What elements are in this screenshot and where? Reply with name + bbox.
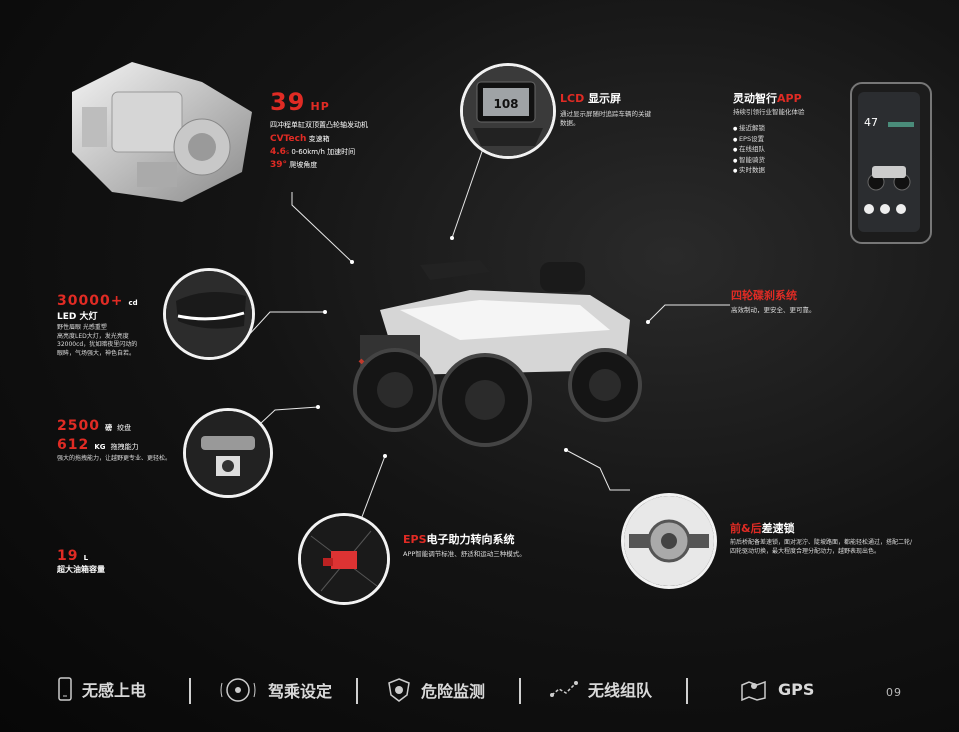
phone-btn xyxy=(880,204,890,214)
climb-label: 爬坡角度 xyxy=(289,161,318,170)
app-bullet: 接近解锁 xyxy=(733,123,805,133)
route-icon xyxy=(550,681,578,697)
accel-label: 0-60km/h 加速时间 xyxy=(291,148,356,157)
lcd-title-white: 显示屏 xyxy=(588,92,622,105)
eps-text: EPS电子助力转向系统 APP智能调节标准、舒适和运动三种模式。 xyxy=(403,531,526,559)
winch-circle xyxy=(183,408,273,498)
app-bullet: 实时数据 xyxy=(733,165,805,175)
feature-label: 无线组队 xyxy=(588,681,653,700)
tank-value: 19 xyxy=(57,548,79,564)
eps-title-white: 电子助力转向系统 xyxy=(426,533,515,546)
lcd-screen-value: 108 xyxy=(493,97,518,111)
tank-label: 超大油箱容量 xyxy=(57,565,105,574)
tank-unit: L xyxy=(83,554,89,562)
power-unit: HP xyxy=(310,100,330,113)
app-title-white: 灵动智行 xyxy=(733,92,777,105)
winch-label2: 拖拽能力 xyxy=(110,443,139,451)
eps-desc: APP智能调节标准、舒适和运动三种模式。 xyxy=(403,550,526,558)
engine-image xyxy=(52,52,262,207)
app-title-red: APP xyxy=(777,92,802,105)
page-number: 09 xyxy=(886,686,902,699)
feature-keyless: 无感上电 xyxy=(58,677,146,701)
winch-value2: 612 xyxy=(57,437,90,453)
diff-text: 前&后差速锁 前后桥配备差速锁，面对泥泞、陡坡路面，都能轻松通过，搭配二轮/ 四… xyxy=(730,520,912,556)
lcd-desc-line1: 通过显示屏随时追踪车辆的关键 xyxy=(560,110,651,118)
winch-label1: 绞盘 xyxy=(117,424,132,432)
phone-atv-thumb xyxy=(867,166,911,191)
feature-group-ride: 无线组队 xyxy=(550,677,652,701)
lcd-text: LCD 显示屏 通过显示屏随时追踪车辆的关键 数据。 xyxy=(560,90,651,129)
lcd-desc-line2: 数据。 xyxy=(560,119,580,128)
diff-title-red: 前&后 xyxy=(730,522,762,535)
phone-buttons xyxy=(864,204,906,214)
app-subtitle: 持续引领行业智能化体验 xyxy=(733,108,805,116)
tank-text: 19 L 超大油箱容量 xyxy=(57,545,105,575)
led-desc-line: 野性眉眼 光感重塑 xyxy=(57,324,107,331)
app-bullet: 智能骑货 xyxy=(733,155,805,165)
winch-text: 2500 磅 绞盘 612 KG 拖拽能力 强大的拖拽能力，让越野更专业、更轻松… xyxy=(57,415,171,464)
led-text: 30000+ cd LED 大灯 野性眉眼 光感重塑 高亮度LED大灯，发光亮度… xyxy=(57,290,138,359)
diff-circle xyxy=(621,493,717,589)
feature-gps: GPS xyxy=(740,677,814,701)
winch-unit2: KG xyxy=(94,443,106,451)
climb-value: 39° xyxy=(270,160,288,171)
divider xyxy=(519,678,521,704)
feature-label: 无感上电 xyxy=(82,681,147,700)
feature-label: 驾乘设定 xyxy=(268,682,333,701)
cvtech-suffix: 变速箱 xyxy=(308,135,330,144)
steering-wheel-icon xyxy=(220,678,256,702)
phone-battery-bar xyxy=(888,122,914,127)
power-value: 39 xyxy=(270,88,306,116)
lcd-title-red: LCD xyxy=(560,92,585,105)
led-desc-line: 高亮度LED大灯，发光亮度 xyxy=(57,332,129,340)
led-title: LED 大灯 xyxy=(57,312,98,322)
divider xyxy=(189,678,191,704)
engine-specs: 39 HP 四冲程单缸双顶置凸轮轴发动机 CVTech 变速箱 4.6s 0-6… xyxy=(270,88,368,170)
phone-btn xyxy=(896,204,906,214)
lcd-circle: 108 xyxy=(460,63,556,159)
shield-icon xyxy=(388,678,410,702)
app-bullet: EPS设置 xyxy=(733,134,805,144)
app-bullet: 在线组队 xyxy=(733,144,805,154)
accel-unit: s xyxy=(285,149,290,157)
brake-title: 四轮碟刹系统 xyxy=(731,289,797,302)
diff-desc-line: 前后桥配备差速锁，面对泥泞、陡坡路面，都能轻松通过，搭配二轮/ xyxy=(730,539,913,546)
cvtech-label: CVTech xyxy=(270,134,307,145)
phone-mockup: 47 xyxy=(850,82,932,244)
led-desc-line: 眼眸，气场强大，神色自若。 xyxy=(57,350,136,358)
led-circle xyxy=(163,268,255,360)
winch-unit1: 磅 xyxy=(105,424,113,432)
brake-text: 四轮碟刹系统 高效制动，更安全、更可靠。 xyxy=(731,287,816,315)
winch-desc: 强大的拖拽能力，让越野更专业、更轻松。 xyxy=(57,455,172,462)
diff-title-white: 差速锁 xyxy=(761,522,795,535)
phone-screen: 47 xyxy=(858,92,920,232)
phone-icon xyxy=(58,677,72,701)
app-bullets: 接近解锁 EPS设置 在线组队 智能骑货 实时数据 xyxy=(733,123,805,175)
power-spec: 39 HP xyxy=(270,88,368,116)
accel-value: 4.6 xyxy=(270,147,286,158)
diff-desc-line: 四轮驱动切换，最大程度合理分配动力，越野表现出色。 xyxy=(730,547,881,555)
divider xyxy=(686,678,688,704)
atv-image xyxy=(340,250,650,450)
phone-btn xyxy=(864,204,874,214)
led-desc-line: 32000cd，犹如暗夜里闪动的 xyxy=(57,341,138,349)
feature-label: 危险监测 xyxy=(421,682,486,701)
led-unit: cd xyxy=(128,299,138,307)
winch-value1: 2500 xyxy=(57,418,100,434)
phone-value: 47 xyxy=(864,116,878,129)
eps-circle xyxy=(298,513,390,605)
map-icon xyxy=(741,680,766,701)
divider xyxy=(356,678,358,704)
led-value: 30000+ xyxy=(57,293,124,309)
feature-danger-monitor: 危险监测 xyxy=(387,677,485,703)
eps-title-red: EPS xyxy=(403,533,427,546)
brake-desc: 高效制动，更安全、更可靠。 xyxy=(731,306,816,314)
feature-ride-settings: 驾乘设定 xyxy=(218,677,332,703)
engine-desc: 四冲程单缸双顶置凸轮轴发动机 xyxy=(270,121,368,129)
app-text: 灵动智行APP 持续引领行业智能化体验 接近解锁 EPS设置 在线组队 智能骑货… xyxy=(733,90,805,175)
feature-label: GPS xyxy=(778,679,815,699)
